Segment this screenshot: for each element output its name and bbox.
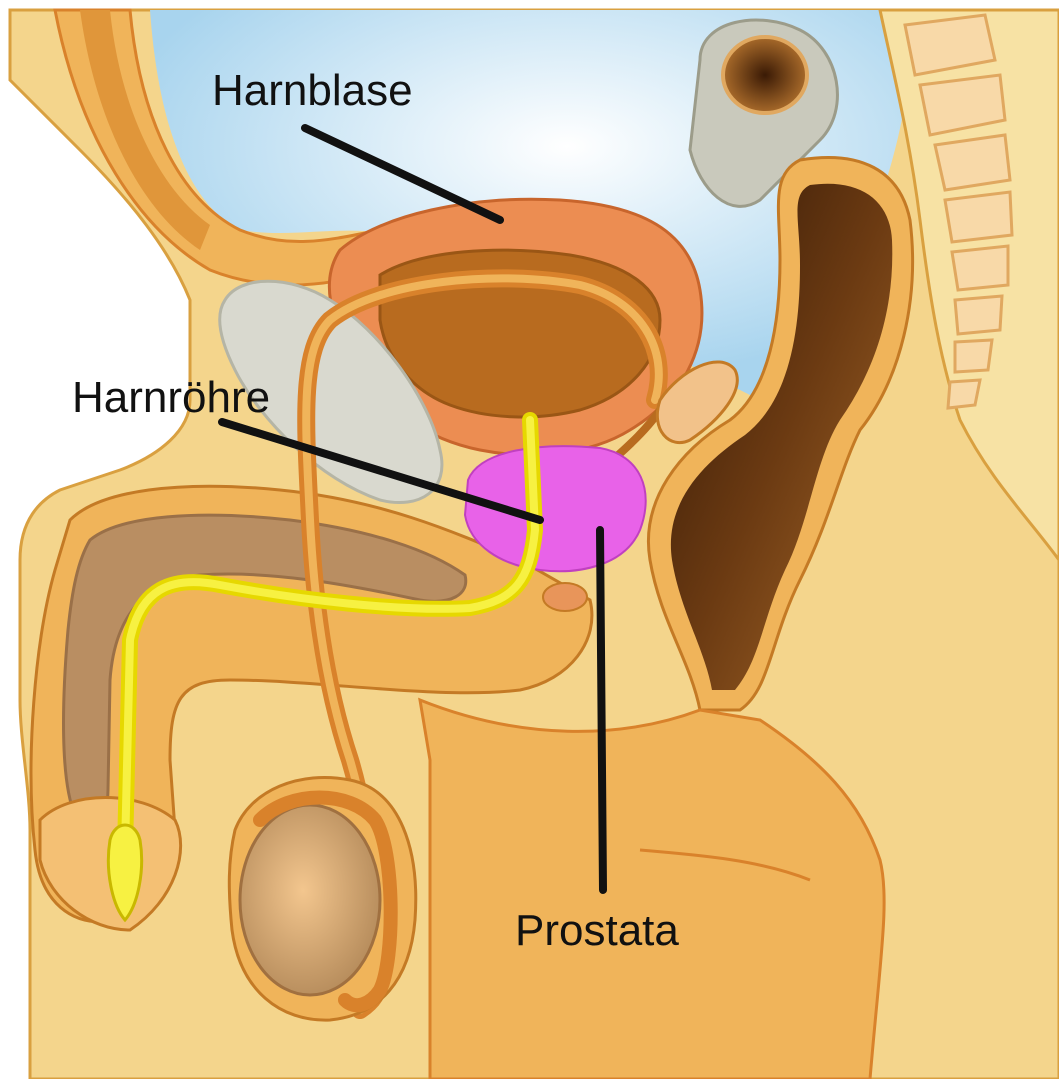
colon-lumen	[723, 37, 807, 113]
label-prostate: Prostata	[515, 906, 679, 955]
label-bladder: Harnblase	[212, 66, 413, 115]
leader-line-prostate	[600, 530, 603, 890]
testis	[240, 805, 380, 995]
bulbourethral-gland	[543, 583, 587, 611]
label-urethra: Harnröhre	[72, 373, 270, 422]
